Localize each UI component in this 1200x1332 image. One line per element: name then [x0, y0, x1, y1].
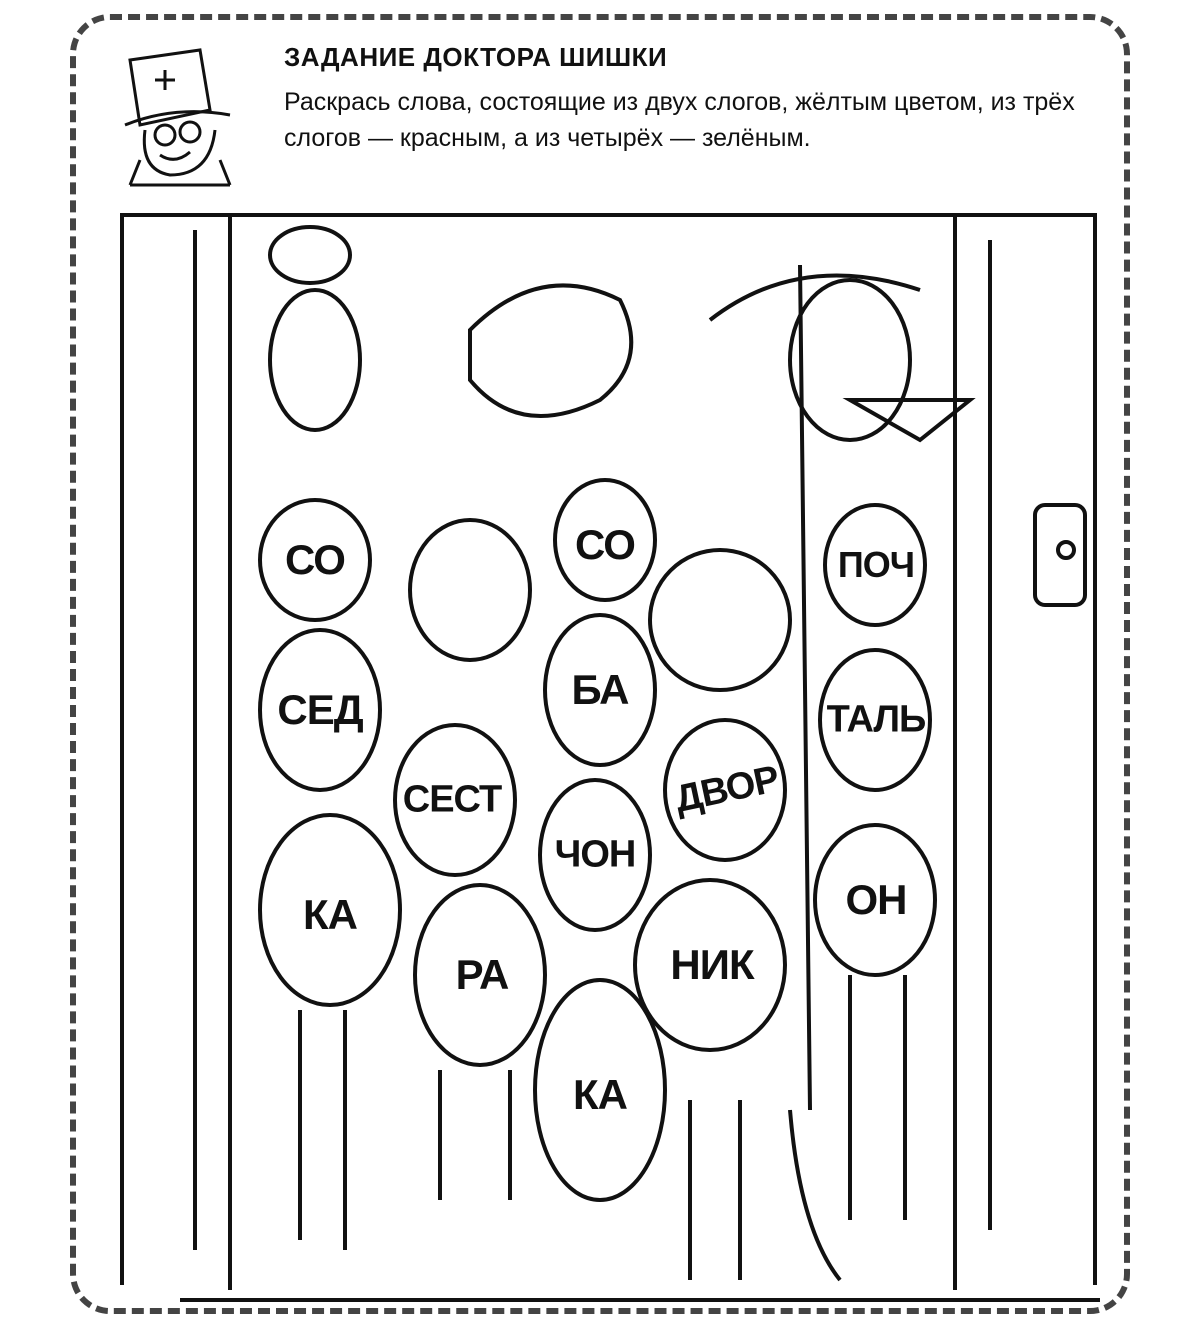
door-left — [193, 215, 232, 1290]
syllable-woman-2: СЕД — [277, 686, 363, 733]
syllable-dog-1: СО — [575, 521, 636, 568]
syllable-postman-3: ОН — [845, 876, 908, 923]
syllable-dog-2: БА — [571, 666, 630, 713]
syllable-girl-1: СЕСТ — [402, 778, 502, 821]
syllable-girl-2: РА — [455, 951, 510, 998]
door-frame — [120, 213, 1097, 1285]
syllable-postman-1: ПОЧ — [837, 544, 915, 585]
dog-body — [468, 283, 667, 1202]
syllable-postman-2: ТАЛЬ — [826, 698, 927, 741]
syllable-woman-1: СО — [285, 536, 346, 583]
door-right — [953, 215, 992, 1290]
syllable-janitor-2: НИК — [670, 941, 754, 988]
janitor-body — [633, 264, 842, 1282]
page-border — [70, 14, 1130, 1314]
woman-body — [258, 225, 402, 1250]
postman-body — [708, 273, 976, 1220]
task-instruction: Раскрась слова, состоящие из двух слогов… — [284, 88, 1075, 152]
broom — [788, 264, 842, 1282]
girl-body — [393, 518, 547, 1200]
door-button — [1033, 503, 1087, 607]
syllable-dog-3: ЧОН — [554, 833, 637, 876]
syllable-dog-4: КА — [573, 1071, 628, 1118]
syllable-woman-3: КА — [303, 891, 358, 938]
doctor-shishka-icon — [124, 48, 232, 187]
task-title: ЗАДАНИЕ ДОКТОРА ШИШКИ — [284, 42, 668, 72]
